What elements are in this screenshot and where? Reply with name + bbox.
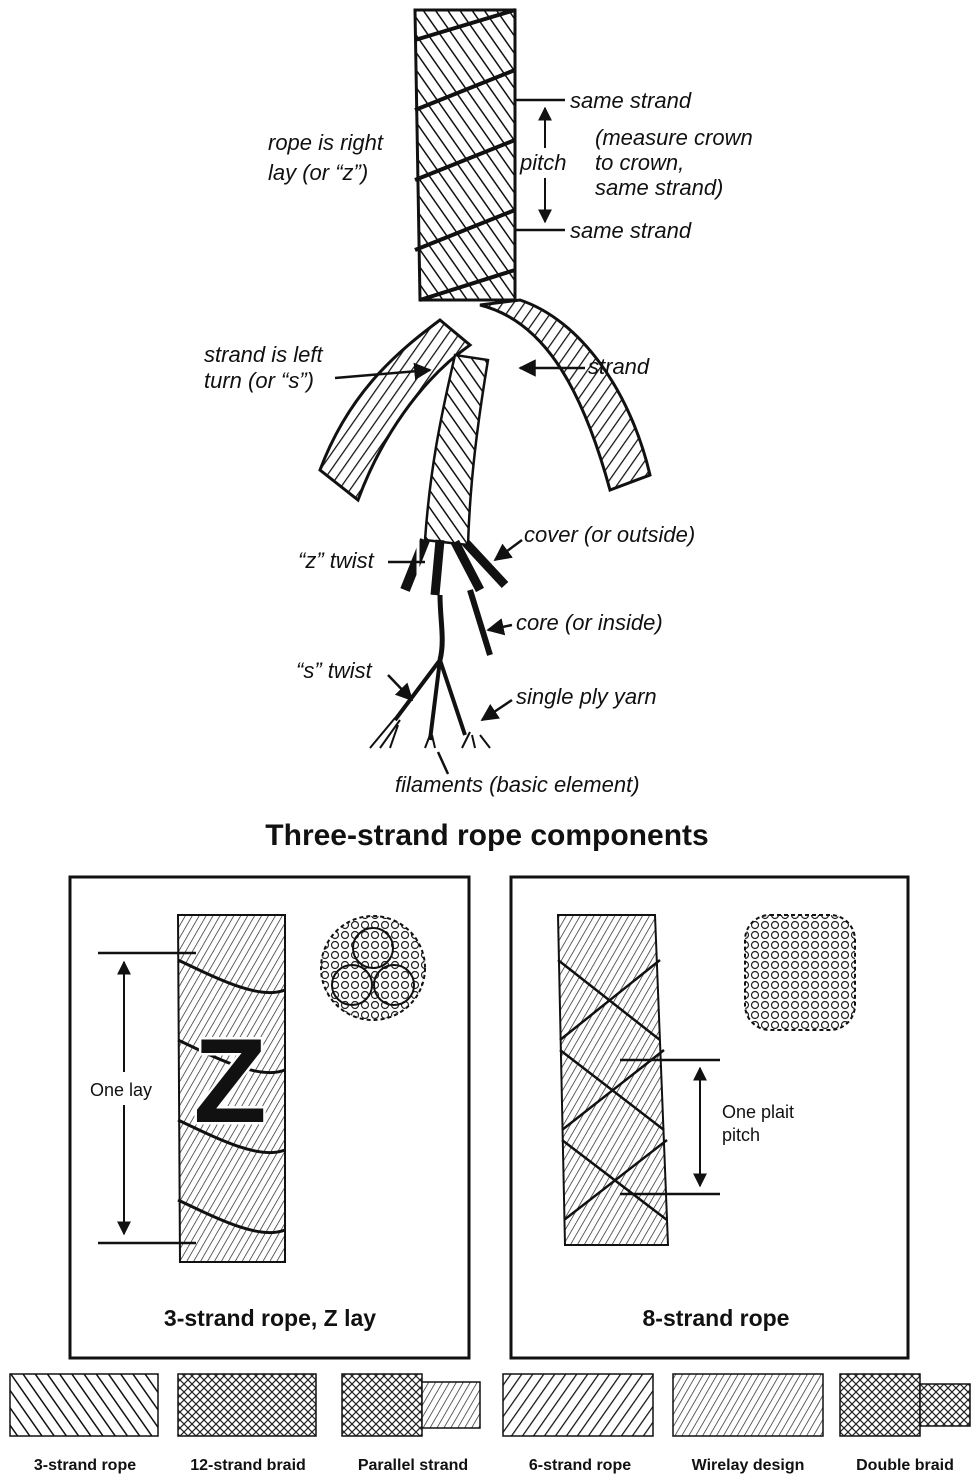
sample-caption-12-strand: 12-strand braid	[190, 1457, 306, 1474]
sample-image-6-strand	[503, 1374, 653, 1436]
panel-caption-8-strand: 8-strand rope	[643, 1305, 790, 1331]
sample-image-3-strand	[10, 1374, 158, 1436]
panel-3-strand: Z One lay 3-strand rope, Z lay	[70, 877, 469, 1358]
label-one-lay: One lay	[90, 1080, 152, 1100]
sample-caption-6-strand: 6-strand rope	[529, 1457, 631, 1474]
sample-caption-parallel: Parallel strand	[358, 1457, 468, 1474]
label-strand-left-1: strand is left	[204, 342, 323, 367]
sample-image-parallel	[342, 1374, 422, 1436]
label-cover: cover (or outside)	[524, 522, 695, 547]
label-same-strand-top: same strand	[570, 88, 692, 113]
panel-caption-3-strand: 3-strand rope, Z lay	[164, 1305, 376, 1331]
label-pitch: pitch	[519, 150, 566, 175]
label-strand: strand	[588, 354, 650, 379]
label-plait-pitch: pitch	[722, 1125, 760, 1145]
lay-letter-z: Z	[193, 1014, 266, 1148]
sample-image-12-strand	[178, 1374, 316, 1436]
label-filaments: filaments (basic element)	[395, 772, 640, 797]
rope-illustration	[320, 10, 650, 748]
cross-section-8	[745, 915, 855, 1030]
sample-image-wirelay	[673, 1374, 823, 1436]
label-single-ply: single ply yarn	[516, 684, 657, 709]
label-s-twist: “s” twist	[296, 658, 373, 683]
label-same-strand-bottom: same strand	[570, 218, 692, 243]
sample-caption-double-braid: Double braid	[856, 1457, 954, 1474]
label-strand-left-2: turn (or “s”)	[204, 368, 314, 393]
label-one-plait: One plait	[722, 1102, 794, 1122]
label-measure-2: to crown,	[595, 150, 684, 175]
label-measure-1: (measure crown	[595, 125, 753, 150]
label-rope-lay-2: lay (or “z”)	[268, 160, 368, 185]
diagram-title: Three-strand rope components	[265, 819, 708, 852]
label-rope-lay-1: rope is right	[268, 130, 384, 155]
sample-caption-3-strand: 3-strand rope	[34, 1457, 136, 1474]
panel-8-strand: One plait pitch 8-strand rope	[511, 877, 908, 1358]
label-core: core (or inside)	[516, 610, 663, 635]
label-measure-3: same strand)	[595, 175, 723, 200]
rope-samples-strip: 3-strand rope 12-strand braid Parallel s…	[10, 1374, 970, 1474]
label-z-twist: “z” twist	[298, 548, 375, 573]
sample-caption-wirelay: Wirelay design	[692, 1457, 805, 1474]
sample-image-double-braid	[840, 1374, 920, 1436]
